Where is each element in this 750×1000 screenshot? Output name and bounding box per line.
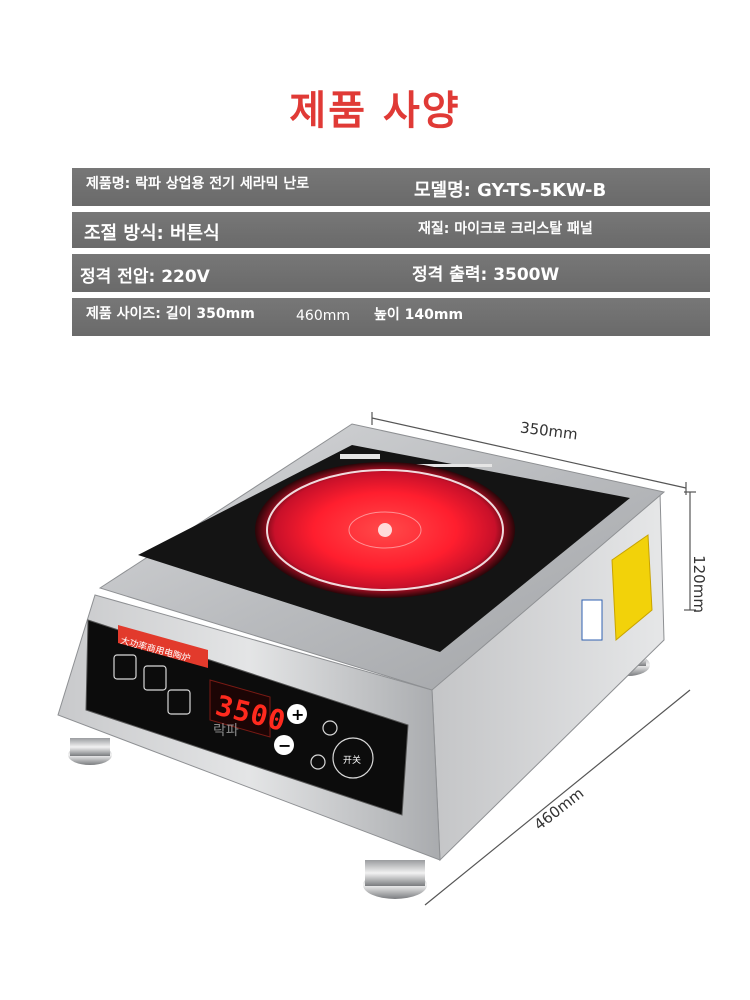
spec-voltage: 정격 전압: 220V [80, 267, 210, 287]
spec-width: 460mm [296, 308, 350, 324]
brand-logo [378, 523, 392, 537]
spec-size: 제품 사이즈: 길이 350mm [86, 306, 255, 322]
dim-line-front [424, 689, 691, 906]
switch-label: 开关 [343, 754, 361, 766]
spec-row-1: 제품명: 락파 상업용 전기 세라믹 난로 모델명: GY-TS-5KW-B [72, 168, 710, 206]
spec-power: 정격 출력: 3500W [412, 265, 560, 285]
spec-height: 높이 140mm [374, 307, 464, 323]
dim-line-top [371, 417, 687, 489]
spec-row-3: 정격 전압: 220V 정격 출력: 3500W [72, 254, 710, 292]
power-switch [332, 737, 374, 779]
cert-label [581, 599, 603, 641]
spec-product-name: 제품명: 락파 상업용 전기 세라믹 난로 [86, 176, 310, 192]
minus-label: − [278, 736, 291, 755]
led-display [209, 679, 271, 738]
panel-banner [118, 625, 208, 668]
spec-control: 조절 방식: 버튼식 [84, 223, 220, 244]
spec-row-4: 제품 사이즈: 길이 350mm 460mm 높이 140mm [72, 298, 710, 336]
panel-buttons [113, 654, 191, 715]
dim-side-label: 120mm [689, 555, 708, 613]
plus-label: + [291, 705, 304, 724]
spec-row-2: 조절 방식: 버튼식 재질: 마이크로 크리스탈 패널 [72, 212, 710, 248]
warning-sticker [611, 534, 653, 642]
minus-button [274, 735, 294, 755]
plus-button [287, 704, 307, 724]
spec-material: 재질: 마이크로 크리스탈 패널 [418, 221, 593, 237]
watermark: 락파 [213, 723, 239, 739]
page-title: 제품 사양 [289, 88, 461, 134]
glass-brand-marks [340, 454, 492, 467]
dimension-lines [371, 412, 696, 906]
spec-model: 모델명: GY-TS-5KW-B [414, 180, 607, 201]
burner-ring [266, 469, 504, 591]
